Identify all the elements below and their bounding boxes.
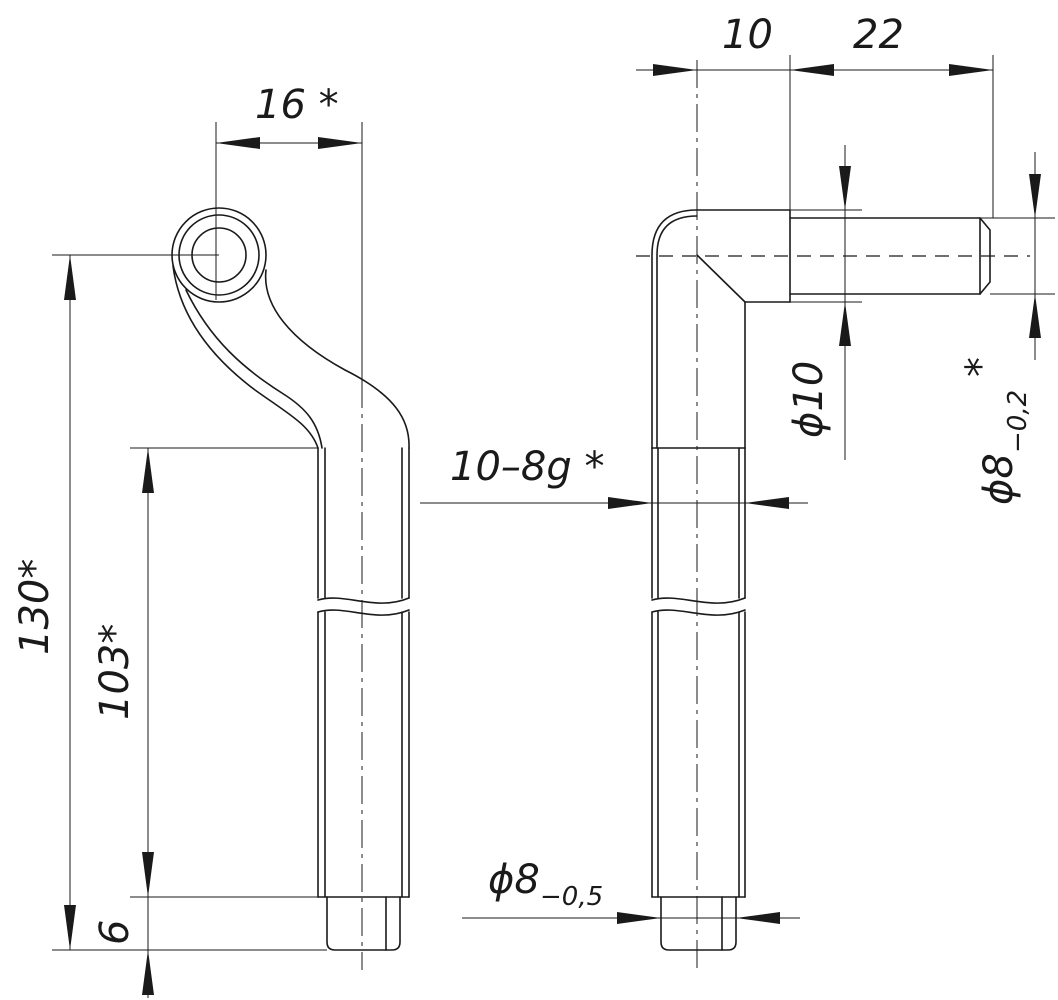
dim-16-arrow-left xyxy=(216,137,260,149)
dim-phi10-arrow-bottom xyxy=(839,302,851,346)
right-view xyxy=(420,55,1055,972)
left-view xyxy=(52,122,410,998)
dim-130-arrow-top xyxy=(64,255,76,300)
label-22: 22 xyxy=(853,12,904,58)
head-outer-curve xyxy=(651,209,791,449)
dim-phi8b-arrow-bottom xyxy=(1029,294,1041,338)
dim-130-arrow-bottom xyxy=(64,905,76,950)
rtip-outline xyxy=(660,896,737,951)
head-bend-diagonal xyxy=(696,254,746,303)
label-phi8b-star: * xyxy=(958,357,1004,377)
label-thread: 10–8g * xyxy=(450,444,604,490)
label-phi10: ϕ10 xyxy=(786,361,832,438)
dim-6-arrow xyxy=(142,950,154,995)
head-inner-curve xyxy=(656,215,698,449)
dim-103-arrow-bottom xyxy=(142,852,154,897)
dimension-labels: 16 * 10 22 10–8g * 130* 103* 6 ϕ10 ϕ8 −0… xyxy=(12,12,1033,945)
dim-22-arrow-right xyxy=(949,64,993,76)
label-phi8b-group: ϕ8 −0,2 * xyxy=(958,357,1033,505)
rbreak-line-upper xyxy=(651,597,746,604)
dim-thread-arrow-left xyxy=(608,497,652,509)
label-103: 103* xyxy=(92,624,138,720)
dim-103-arrow-top xyxy=(142,448,154,493)
dim-phi8b-arrow-top xyxy=(1029,174,1041,218)
label-phi8: ϕ8 xyxy=(488,857,540,903)
label-phi8-tolerance: −0,5 xyxy=(540,882,603,912)
dim-16-arrow-right xyxy=(318,137,362,149)
label-10: 10 xyxy=(722,12,773,58)
neck-inner-edge xyxy=(185,289,323,449)
tip-outline xyxy=(326,896,401,951)
label-6: 6 xyxy=(92,920,138,945)
dim-10-arrow-left xyxy=(653,64,697,76)
dim-phi8-arrow-right xyxy=(736,912,780,924)
dim-phi10-arrow-top xyxy=(839,166,851,210)
dim-thread-arrow-right xyxy=(745,497,789,509)
label-phi8b-tolerance: −0,2 xyxy=(1003,390,1033,453)
neck-back-edge xyxy=(264,269,410,449)
rbreak-line-lower xyxy=(651,609,746,616)
break-line-upper xyxy=(317,597,410,604)
label-130: 130* xyxy=(12,559,58,655)
label-phi8b: ϕ8 xyxy=(976,453,1022,505)
label-16: 16 * xyxy=(255,82,339,128)
break-line-lower xyxy=(317,609,410,616)
dim-phi8-arrow-left xyxy=(617,912,661,924)
neck-outer-edge xyxy=(172,265,319,449)
